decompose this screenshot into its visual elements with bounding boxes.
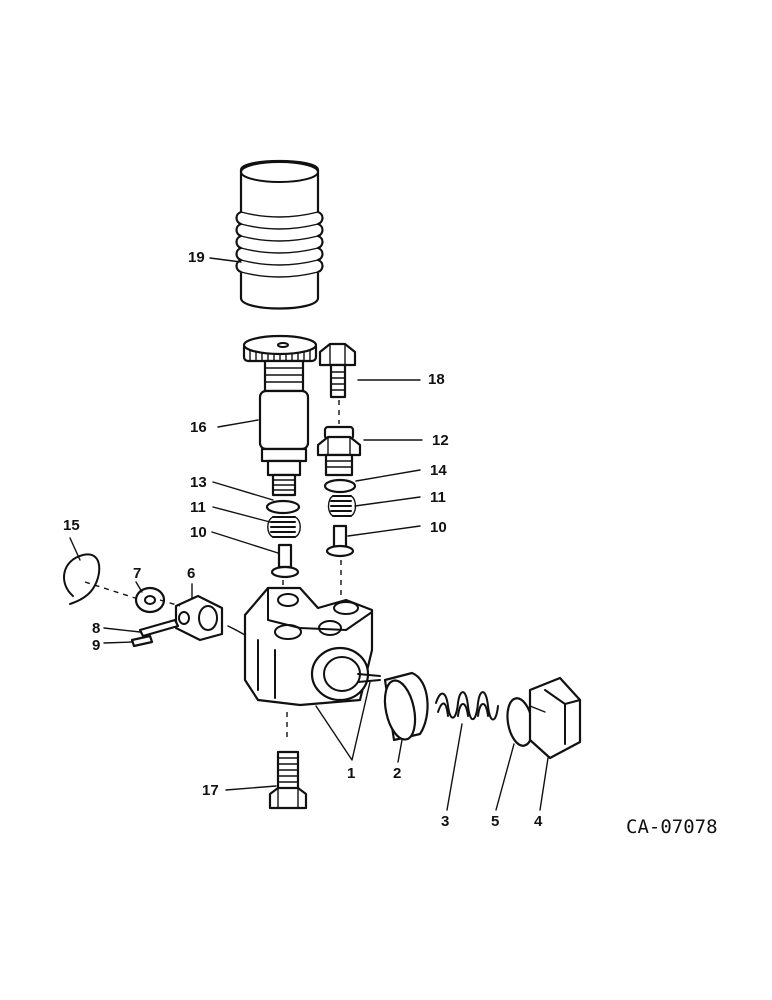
part-1-pump-body <box>243 586 381 707</box>
part-18-banjo-bolt <box>318 342 357 399</box>
callout-3: 3 <box>441 813 449 830</box>
callout-5: 5 <box>491 813 499 830</box>
part-6-yoke <box>174 594 224 642</box>
part-15-snap-ring <box>63 553 101 605</box>
callout-6: 6 <box>187 565 195 582</box>
part-4-hex-plug <box>528 676 582 760</box>
part-16-hand-primer <box>242 334 318 497</box>
part-9-pin <box>130 634 154 648</box>
part-10-valve-left <box>270 543 300 579</box>
callout-11-right: 11 <box>430 489 446 506</box>
callout-9: 9 <box>92 637 100 654</box>
callout-14: 14 <box>430 462 447 479</box>
callout-8: 8 <box>92 620 100 637</box>
part-8-pin <box>138 618 180 638</box>
drawing-id: CA-07078 <box>626 816 718 838</box>
part-2-cup <box>383 671 429 742</box>
part-11-spring-left <box>267 516 301 538</box>
callout-1: 1 <box>347 765 355 782</box>
callout-15: 15 <box>63 517 80 534</box>
part-17-banjo-bolt <box>268 750 308 810</box>
callout-10-left: 10 <box>190 524 207 541</box>
part-13-o-ring <box>265 499 301 515</box>
part-14-o-ring <box>323 478 357 494</box>
callout-4: 4 <box>534 813 543 830</box>
callout-7: 7 <box>133 565 141 582</box>
callout-12: 12 <box>432 432 449 449</box>
callout-10-right: 10 <box>430 519 447 536</box>
callout-13: 13 <box>190 474 207 491</box>
part-11-spring-right <box>327 495 357 517</box>
callout-18: 18 <box>428 371 445 388</box>
callout-17: 17 <box>202 782 219 799</box>
callout-11-left: 11 <box>190 499 206 516</box>
leader-lines <box>69 257 549 811</box>
part-10-valve-right <box>325 524 355 558</box>
part-12-fitting <box>316 425 362 477</box>
callout-19: 19 <box>188 249 205 266</box>
part-19-bellows-boot <box>235 159 324 310</box>
part-3-spring <box>435 691 499 721</box>
callout-16: 16 <box>190 419 207 436</box>
callout-2: 2 <box>393 765 401 782</box>
part-7-roller <box>134 586 166 614</box>
